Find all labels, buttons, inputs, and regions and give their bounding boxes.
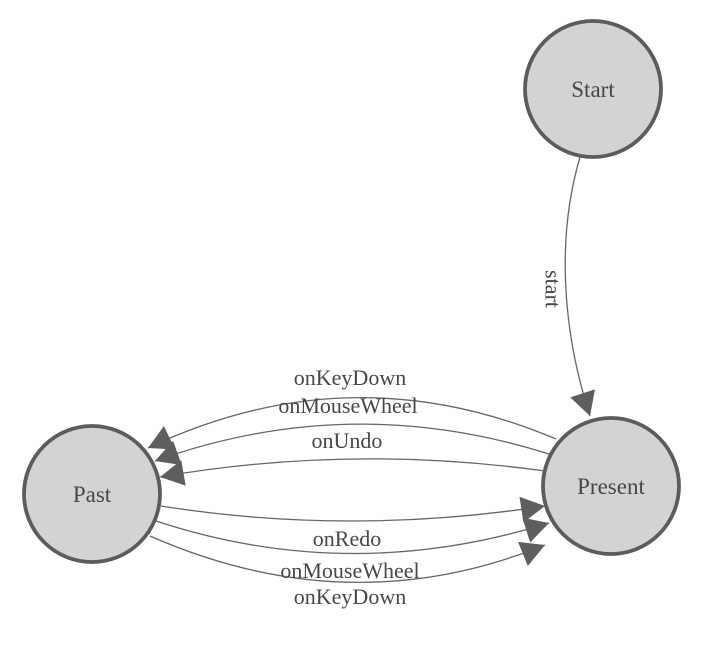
state-circle-start[interactable] bbox=[523, 19, 663, 159]
state-node-past[interactable]: Past bbox=[22, 424, 162, 564]
transition-past-to-present-onmousewheel[interactable] bbox=[155, 517, 550, 555]
state-node-present[interactable]: Present bbox=[541, 416, 681, 556]
state-label-present: Present bbox=[577, 474, 645, 499]
transition-label-onkeydown-top: onKeyDown bbox=[294, 365, 406, 390]
transition-past-to-present-onkeydown[interactable] bbox=[149, 535, 546, 584]
transition-start-to-present[interactable] bbox=[564, 153, 595, 417]
transition-labels: start onKeyDown onMouseWheel onUndo onRe… bbox=[278, 270, 565, 609]
state-circle-past[interactable] bbox=[22, 424, 162, 564]
state-node-start[interactable]: Start bbox=[523, 19, 663, 159]
transition-past-to-present-onredo[interactable] bbox=[160, 496, 546, 523]
transition-label-start: start bbox=[541, 270, 566, 308]
transition-label-onkeydown-bottom: onKeyDown bbox=[294, 584, 406, 609]
transition-present-to-past-onundo[interactable] bbox=[159, 458, 546, 486]
transitions bbox=[147, 153, 595, 584]
state-label-start: Start bbox=[571, 77, 615, 102]
state-circle-present[interactable] bbox=[541, 416, 681, 556]
transition-label-onmousewheel-top: onMouseWheel bbox=[278, 393, 417, 418]
transition-label-onmousewheel-bottom: onMouseWheel bbox=[280, 558, 419, 583]
transition-present-to-past-onkeydown[interactable] bbox=[147, 396, 557, 450]
transition-label-onredo: onRedo bbox=[313, 526, 381, 551]
state-label-past: Past bbox=[73, 482, 112, 507]
transition-present-to-past-onmousewheel[interactable] bbox=[154, 423, 550, 466]
transition-label-onundo: onUndo bbox=[312, 428, 383, 453]
